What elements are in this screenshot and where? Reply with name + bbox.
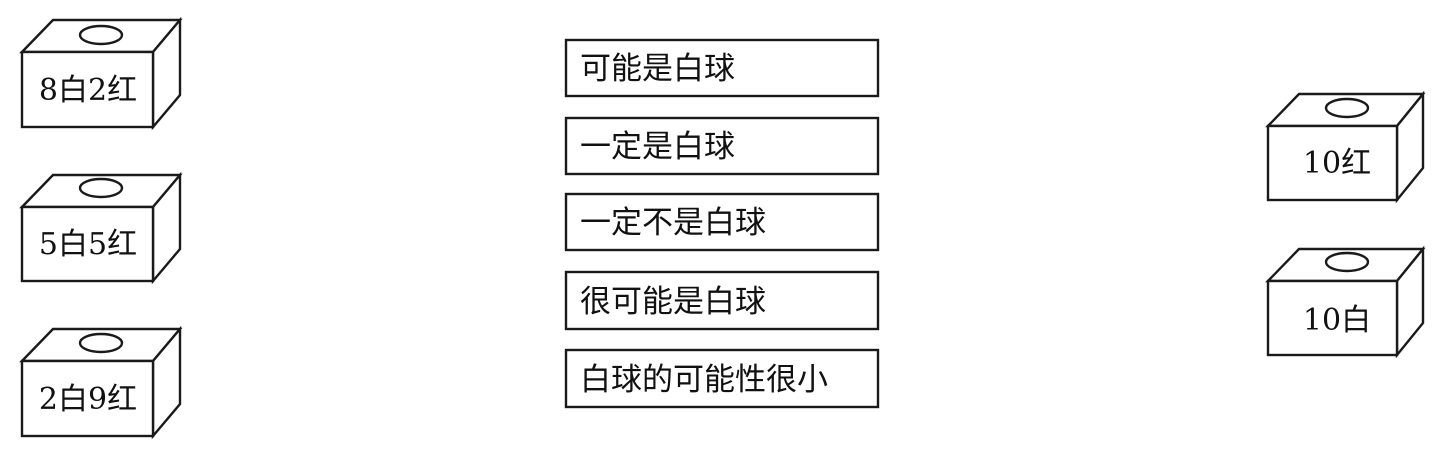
statement-certain-white[interactable]: 一定是白球 bbox=[564, 116, 880, 176]
box-10r[interactable]: 10红 bbox=[1265, 90, 1426, 204]
statement-unlikely-white[interactable]: 白球的可能性很小 bbox=[564, 348, 880, 409]
statement-text: 一定是白球 bbox=[580, 129, 735, 165]
box-front-face bbox=[20, 50, 155, 129]
box-label: 8白2红 bbox=[39, 73, 137, 108]
statement-box bbox=[564, 38, 880, 98]
box-front-face bbox=[1266, 124, 1399, 202]
box-front-face bbox=[20, 359, 155, 438]
statement-likely-white[interactable]: 很可能是白球 bbox=[564, 270, 880, 331]
box-2w9r[interactable]: 2白9红 bbox=[19, 325, 183, 440]
box-label: 5白5红 bbox=[39, 227, 137, 262]
statement-box bbox=[564, 192, 880, 252]
statement-text: 很可能是白球 bbox=[580, 284, 766, 320]
box-front-face bbox=[1266, 279, 1399, 357]
box-label: 10白 bbox=[1303, 303, 1371, 338]
box-hole-icon bbox=[78, 177, 124, 199]
statement-box bbox=[564, 270, 880, 331]
box-8w2r[interactable]: 8白2红 bbox=[19, 16, 183, 131]
box-5w5r[interactable]: 5白5红 bbox=[19, 171, 183, 285]
statement-text: 白球的可能性很小 bbox=[580, 362, 828, 398]
box-hole-icon bbox=[1324, 97, 1370, 119]
statement-certainly-not-white[interactable]: 一定不是白球 bbox=[564, 192, 880, 252]
box-label: 2白9红 bbox=[39, 382, 137, 417]
statement-possible-white[interactable]: 可能是白球 bbox=[564, 38, 880, 98]
box-front-face bbox=[20, 205, 155, 283]
box-10w[interactable]: 10白 bbox=[1265, 245, 1426, 359]
box-hole-icon bbox=[1324, 251, 1370, 273]
box-hole-icon bbox=[78, 24, 124, 46]
statement-box bbox=[564, 348, 880, 409]
box-label: 10红 bbox=[1303, 146, 1371, 181]
statement-text: 一定不是白球 bbox=[580, 205, 766, 241]
statement-box bbox=[564, 116, 880, 176]
statement-text: 可能是白球 bbox=[580, 51, 735, 87]
box-hole-icon bbox=[78, 332, 124, 354]
